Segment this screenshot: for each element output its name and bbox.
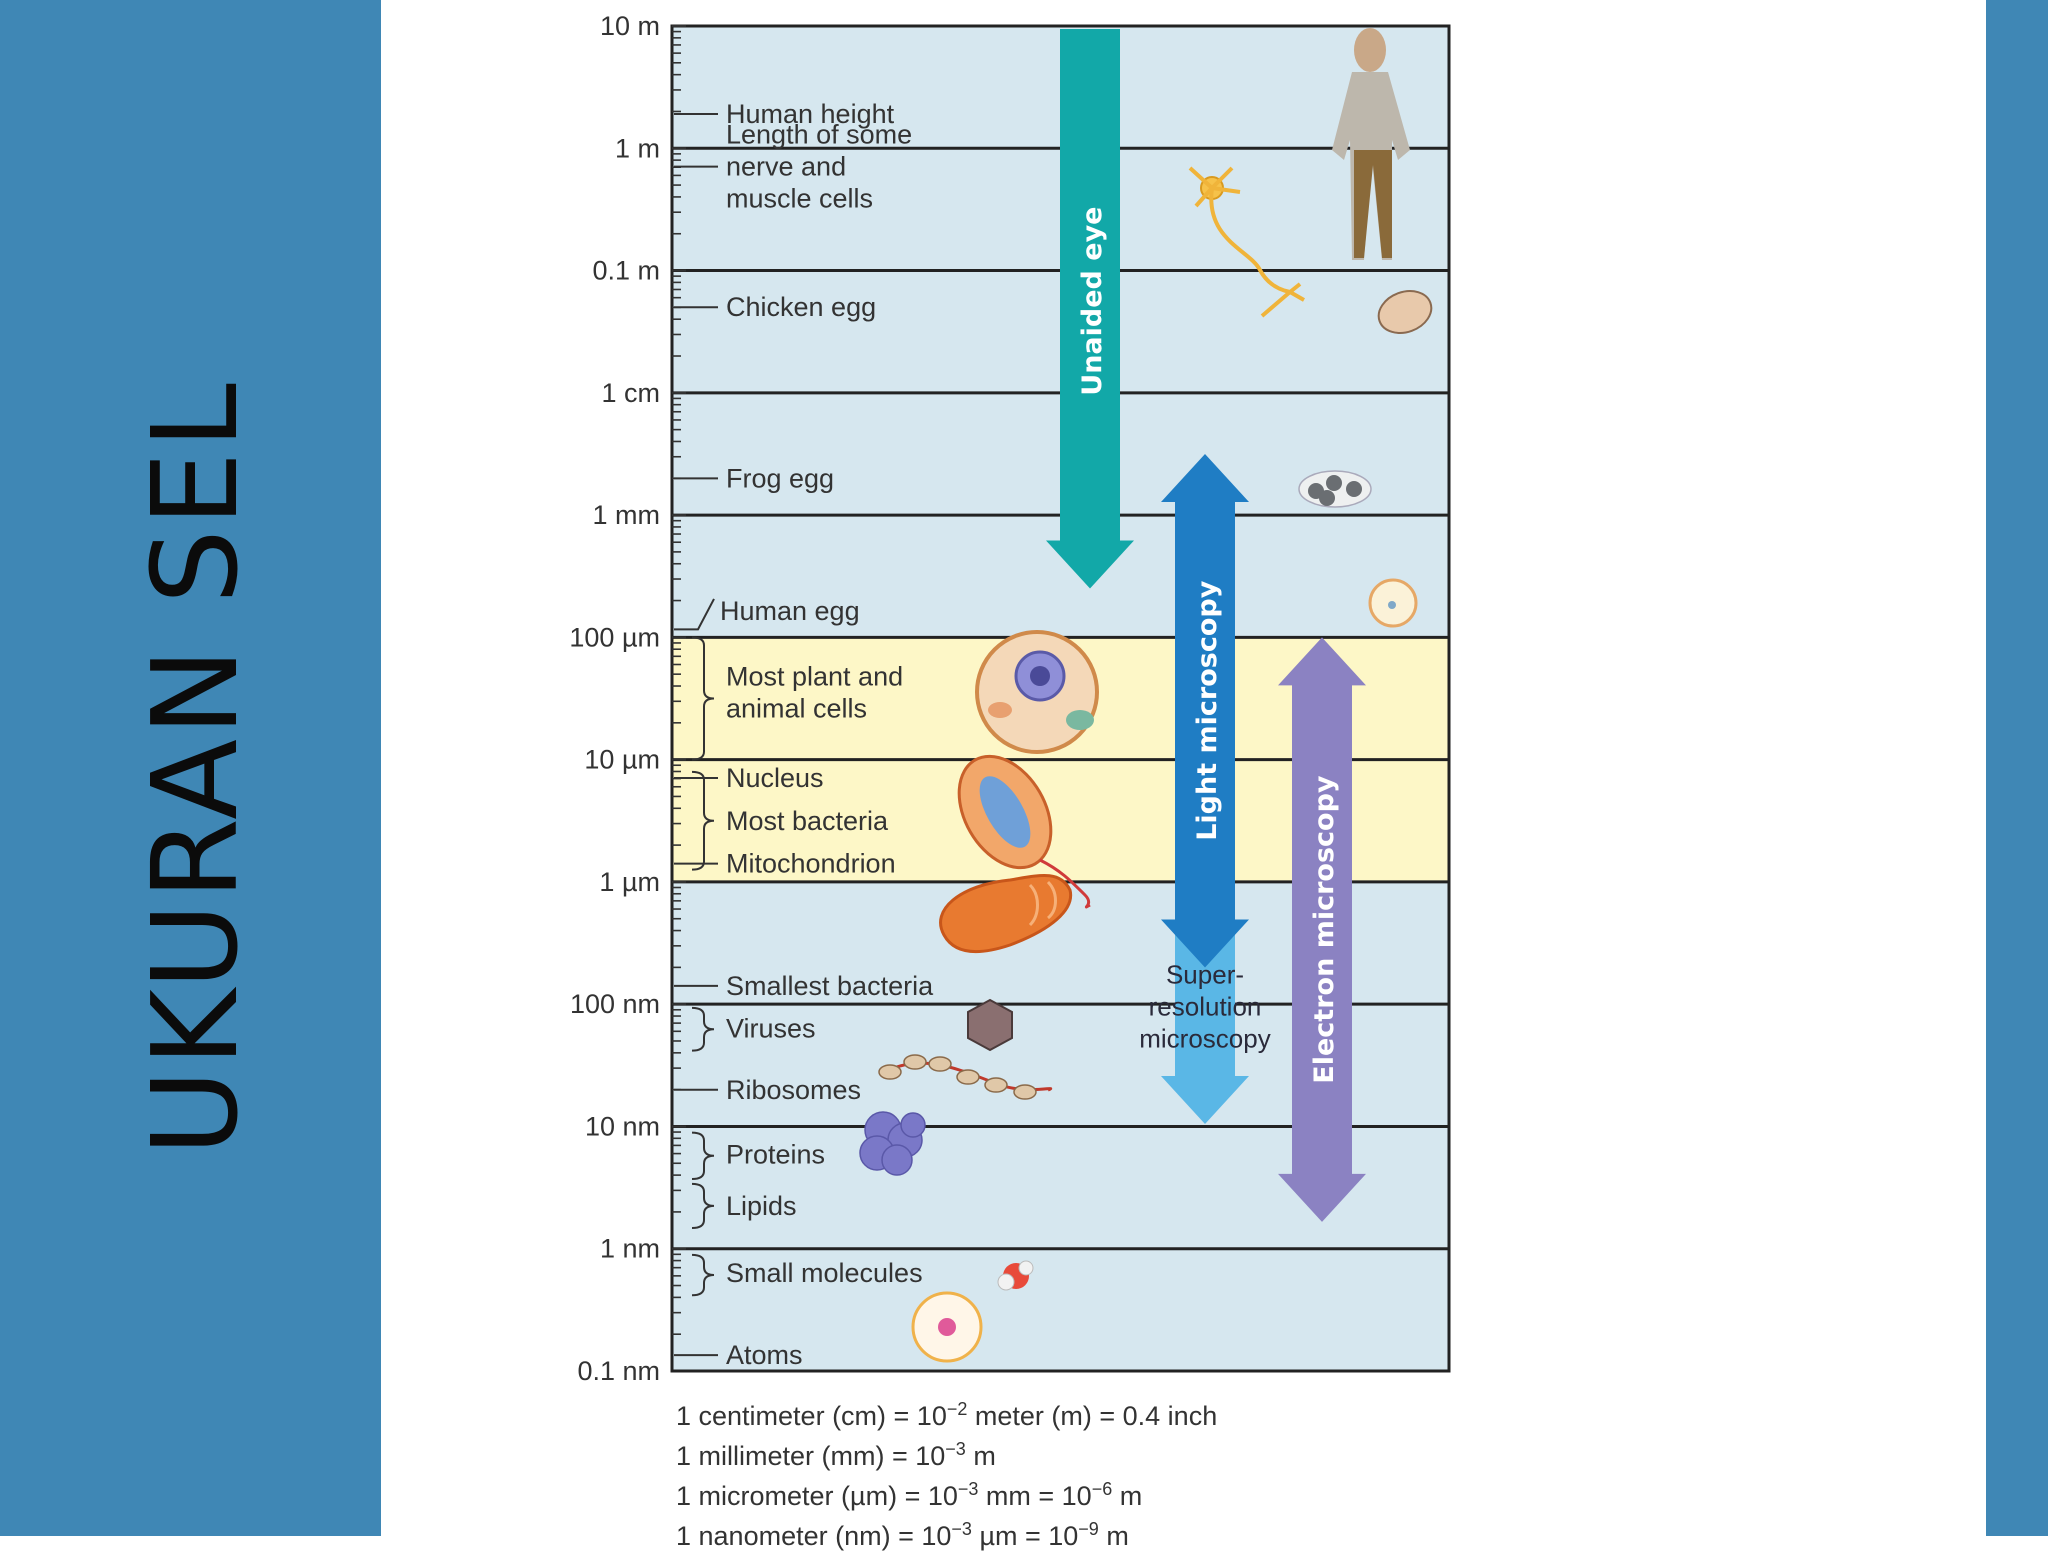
ribosome — [903, 1054, 927, 1070]
range-label-electron-microscopy: Electron microscopy — [1309, 775, 1340, 1084]
range-arrow-light-microscopy — [1161, 453, 1249, 968]
frog-egg — [1346, 481, 1362, 497]
label-small-molecules: Small molecules — [726, 1258, 923, 1288]
label-nucleus: Nucleus — [726, 763, 824, 793]
neuron-processes — [1188, 166, 1305, 318]
mitochondrion-body — [939, 874, 1073, 954]
label-proteins: Proteins — [726, 1140, 825, 1170]
scale-tick-label: 1 nm — [600, 1234, 660, 1264]
protein-icon — [859, 1111, 926, 1176]
definition-centimeter: 1 centimeter (cm) = 10−2 meter (m) = 0.4… — [676, 1399, 1218, 1431]
scale-tick-label: 0.1 nm — [577, 1356, 660, 1386]
scale-tick-label: 1 µm — [599, 867, 660, 897]
frog-egg — [1326, 475, 1342, 491]
cell-organelle — [1066, 710, 1094, 730]
atom-icon — [911, 1291, 983, 1363]
range-arrow-unaided-eye — [1046, 29, 1134, 589]
ribosome — [956, 1069, 980, 1085]
scale-tick-label: 10 µm — [584, 745, 660, 775]
range-label-super-resolution-microscopy: resolution — [1149, 991, 1262, 1021]
hydrogen-atom — [1018, 1260, 1034, 1276]
label-viruses: Viruses — [726, 1014, 816, 1044]
mitochondrion-cristae — [1028, 880, 1057, 927]
left-side-band — [0, 0, 381, 1536]
frog-eggs-icon — [1298, 470, 1372, 508]
bacterium-flagellum — [1039, 858, 1091, 909]
label-length-of-some-nerve-and-muscle-cells: Length of some — [726, 120, 912, 150]
label-most-plant-and-animal-cells: Most plant and — [726, 661, 903, 691]
label-human-height: Human height — [726, 99, 895, 129]
protein-subunit — [881, 1144, 913, 1176]
range-label-light-microscopy: Light microscopy — [1192, 580, 1223, 841]
marker-brace — [691, 1006, 715, 1052]
definition-millimeter: 1 millimeter (mm) = 10−3 m — [676, 1439, 996, 1471]
label-ribosomes: Ribosomes — [726, 1075, 861, 1105]
label-lipids: Lipids — [726, 1191, 797, 1221]
scale-tick-label: 1 mm — [593, 500, 661, 530]
marker-slant — [674, 598, 715, 631]
nucleus — [938, 1318, 956, 1336]
mitochondrion-icon — [939, 874, 1073, 954]
scale-tick-label: 10 m — [600, 11, 660, 41]
label-smallest-bacteria: Smallest bacteria — [726, 971, 934, 1001]
label-atoms: Atoms — [726, 1340, 803, 1370]
label-most-bacteria: Most bacteria — [726, 806, 889, 836]
label-length-of-some-nerve-and-muscle-cells: muscle cells — [726, 184, 873, 214]
scale-tick-label: 10 nm — [585, 1111, 660, 1141]
definition-nanometer: 1 nanometer (nm) = 10−3 µm = 10−9 m — [676, 1519, 1129, 1551]
virus-icon — [967, 998, 1013, 1052]
bacterium-dna — [979, 776, 1031, 848]
label-length-of-some-nerve-and-muscle-cells: nerve and — [726, 152, 846, 182]
label-frog-egg: Frog egg — [726, 463, 834, 493]
scale-tick-label: 100 µm — [569, 622, 660, 652]
ribosome-chain-icon — [878, 1054, 1053, 1100]
ribosome — [928, 1056, 952, 1072]
human-legs — [1354, 150, 1392, 258]
scale-tick-label: 1 m — [615, 133, 660, 163]
marker-brace — [691, 636, 715, 761]
human-figure-icon — [1332, 28, 1410, 260]
human-egg-icon — [1368, 578, 1418, 628]
scale-tick-label: 100 nm — [570, 989, 660, 1019]
label-human-egg: Human egg — [720, 596, 860, 626]
range-label-super-resolution-microscopy: microscopy — [1139, 1023, 1270, 1053]
human-head — [1354, 28, 1386, 72]
scale-tick-label: 0.1 m — [592, 256, 660, 286]
cell-organelle — [988, 702, 1012, 718]
cell-nucleolus — [1030, 666, 1050, 686]
range-label-unaided-eye: Unaided eye — [1077, 207, 1108, 396]
marker-brace — [691, 1182, 715, 1229]
frog-egg — [1319, 490, 1335, 506]
animal-cell-icon — [975, 630, 1099, 754]
range-arrow-electron-microscopy — [1278, 637, 1366, 1222]
protein-subunit — [900, 1112, 926, 1138]
bacterium-icon — [957, 754, 1091, 909]
marker-brace — [691, 1253, 715, 1297]
right-side-band — [1986, 0, 2048, 1536]
marker-brace — [691, 1131, 715, 1181]
scale-tick-label: 1 cm — [601, 378, 660, 408]
definition-micrometer: 1 micrometer (µm) = 10−3 mm = 10−6 m — [676, 1479, 1143, 1511]
ribosome — [1013, 1084, 1037, 1100]
water-molecule-icon — [997, 1260, 1034, 1291]
scale-panel-border — [670, 24, 1451, 1373]
unit-definitions: 1 centimeter (cm) = 10−2 meter (m) = 0.4… — [676, 1393, 1217, 1553]
label-chicken-egg: Chicken egg — [726, 292, 876, 322]
neuron-icon — [1188, 166, 1305, 318]
ribosome — [984, 1077, 1008, 1093]
label-most-plant-and-animal-cells: animal cells — [726, 693, 867, 723]
range-arrow-super-resolution-microscopy — [1161, 930, 1249, 1125]
chicken-egg-icon — [1377, 290, 1433, 334]
marker-brace — [691, 770, 715, 871]
human-egg-nucleus — [1388, 601, 1396, 609]
label-mitochondrion: Mitochondrion — [726, 849, 896, 879]
hydrogen-atom — [997, 1273, 1015, 1291]
ribosome — [878, 1064, 902, 1080]
